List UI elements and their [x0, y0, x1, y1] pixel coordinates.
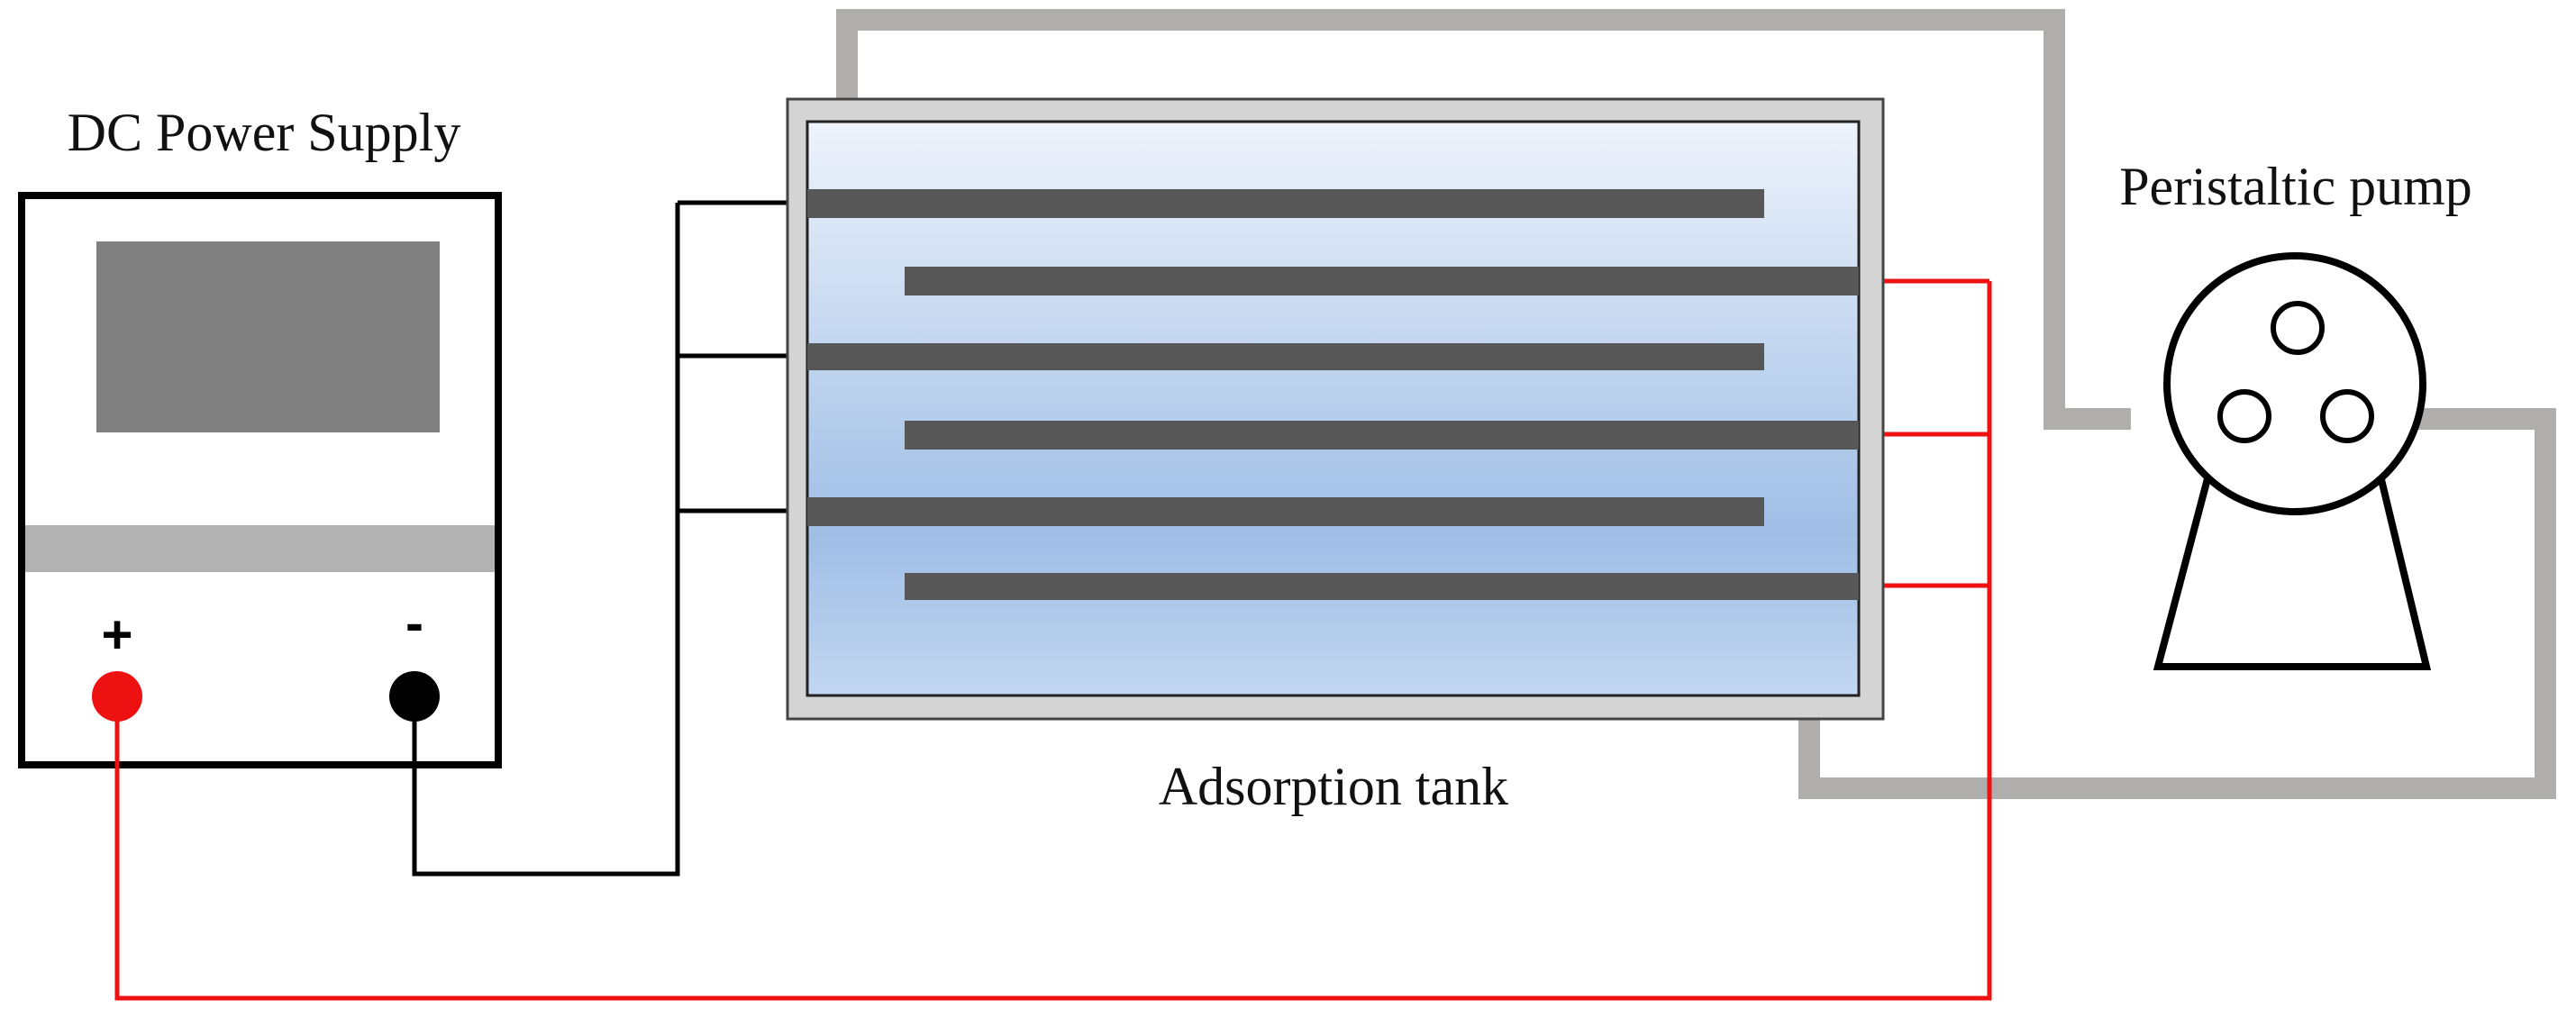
pump-roller-top	[2271, 301, 2325, 355]
negative-terminal-sign: -	[405, 593, 423, 653]
pump-roller-left	[2217, 389, 2271, 443]
pump-label: Peristaltic pump	[2119, 157, 2472, 216]
negative-electrode-1	[807, 189, 1764, 218]
dc-power-supply: DC Power Supply + -	[18, 103, 502, 768]
tubing-loop	[836, 9, 2556, 799]
tank-label: Adsorption tank	[1159, 757, 1508, 816]
positive-terminal	[92, 671, 142, 722]
negative-electrode-3	[807, 497, 1764, 526]
peristaltic-pump: Peristaltic pump	[2119, 157, 2472, 670]
negative-electrode-2	[807, 343, 1764, 370]
adsorption-tank: Adsorption tank	[786, 97, 1885, 816]
positive-wire-main	[114, 281, 1992, 1001]
pump-head	[2163, 252, 2426, 515]
pump-roller-right	[2320, 389, 2374, 443]
negative-wire-main	[412, 203, 680, 877]
tube-tank-top-to-pump	[836, 9, 2131, 430]
power-supply-panel-band	[25, 525, 495, 572]
negative-terminal	[389, 671, 440, 722]
positive-electrode-1	[905, 267, 1859, 295]
power-supply-label: DC Power Supply	[68, 103, 461, 162]
tube-pump-to-tank-bottom	[1798, 408, 2556, 799]
positive-electrode-2	[905, 421, 1859, 450]
power-supply-display	[96, 241, 440, 432]
positive-terminal-sign: +	[101, 604, 132, 665]
positive-electrode-3	[905, 573, 1859, 600]
